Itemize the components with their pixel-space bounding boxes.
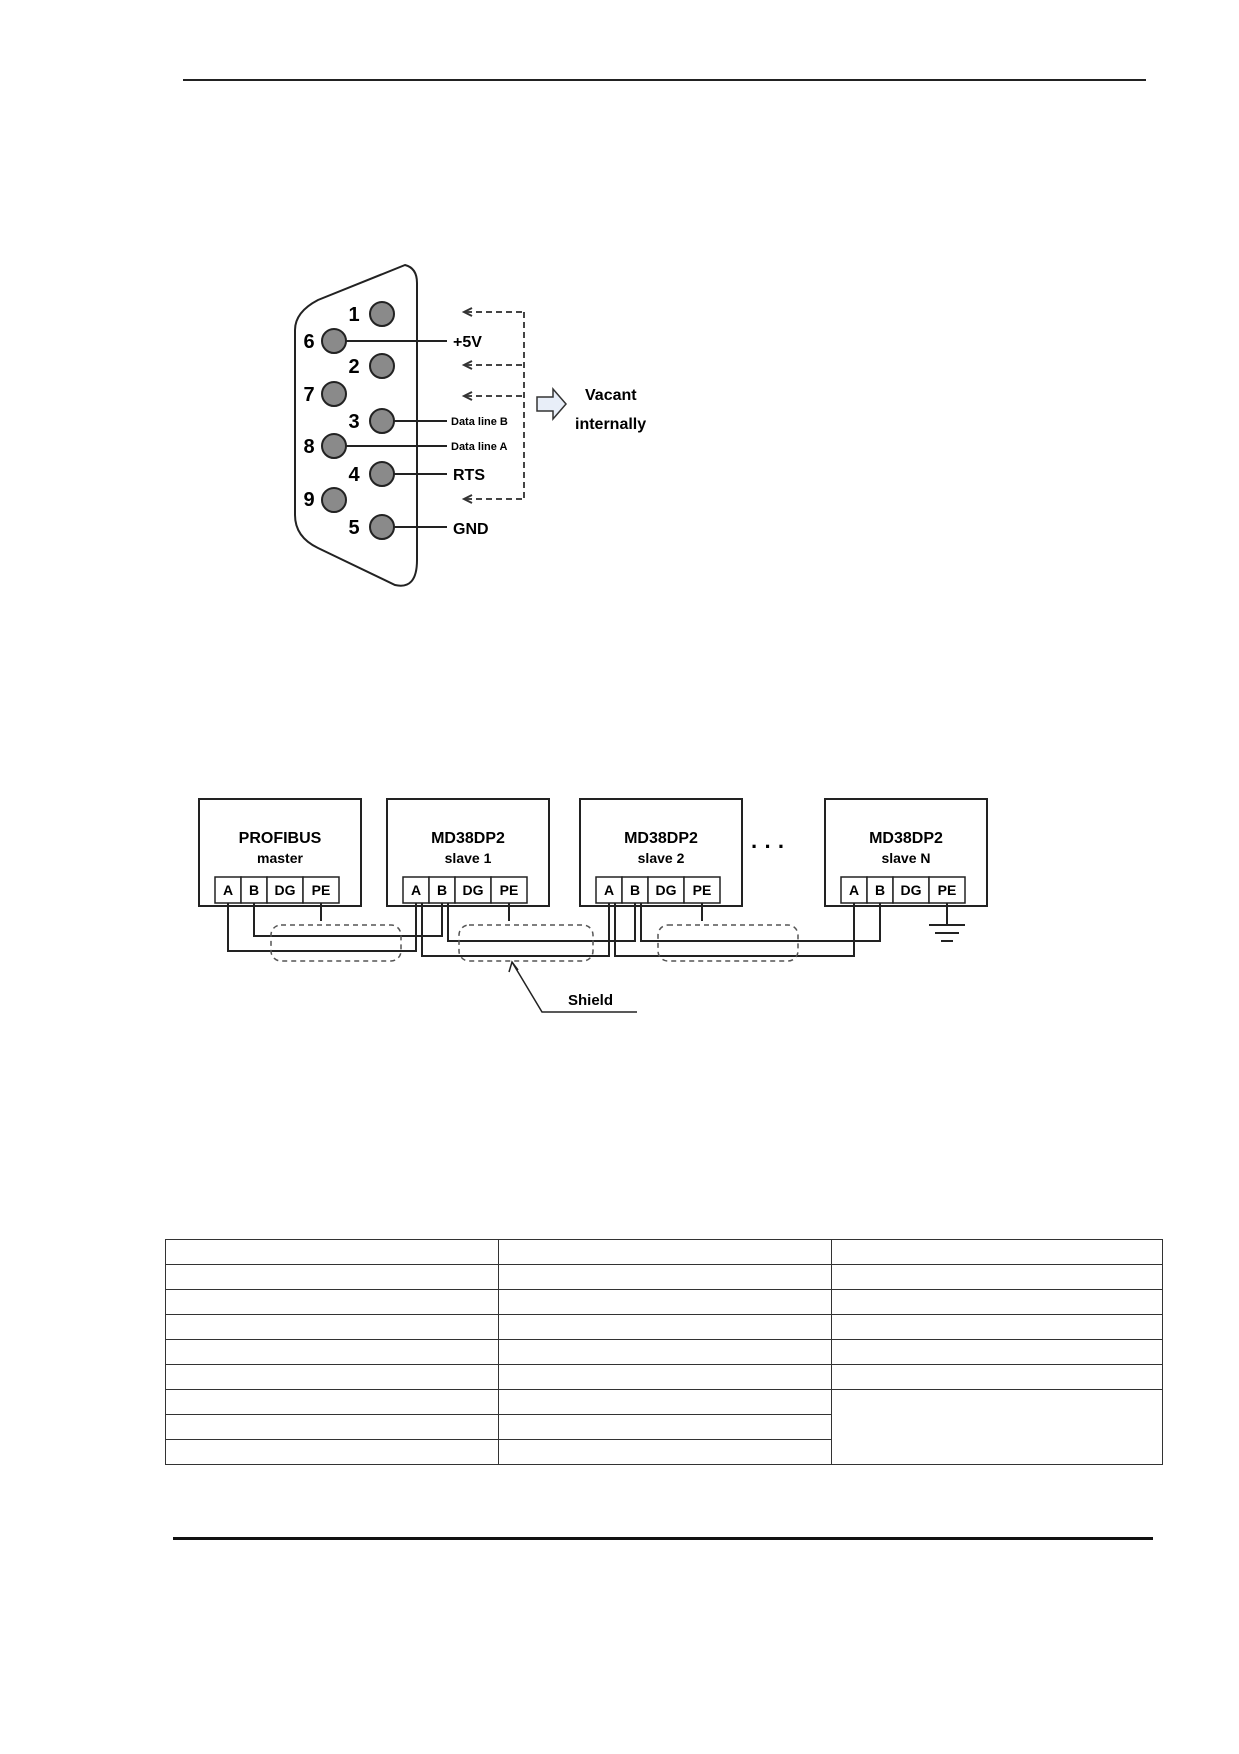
pin-number-5: 5 bbox=[348, 517, 359, 539]
pin-9 bbox=[321, 487, 347, 513]
shield-label: Shield bbox=[568, 992, 613, 1009]
shield-segment-1 bbox=[270, 924, 402, 962]
slave1-terminal-pe: PE bbox=[500, 882, 519, 898]
signal-gnd: GND bbox=[453, 521, 489, 538]
pin-7 bbox=[321, 381, 347, 407]
table-row bbox=[165, 1364, 1163, 1390]
table-row bbox=[165, 1389, 1163, 1465]
pin-number-9: 9 bbox=[303, 489, 314, 511]
master-terminal-a: A bbox=[223, 882, 233, 898]
slave1-terminal-a: A bbox=[411, 882, 421, 898]
table-row bbox=[165, 1239, 1163, 1265]
shield-segment-3 bbox=[657, 924, 799, 962]
ellipsis: · · · bbox=[751, 834, 785, 859]
table-row bbox=[165, 1414, 1163, 1440]
pin-1 bbox=[369, 301, 395, 327]
db9-pinout-diagram: 1 2 3 4 5 6 7 8 9 +5V Data line B Data l… bbox=[294, 263, 646, 587]
pin-number-3: 3 bbox=[348, 411, 359, 433]
vacant-label-line2: internally bbox=[575, 416, 646, 433]
table-row bbox=[165, 1264, 1163, 1290]
pin-number-4: 4 bbox=[348, 464, 360, 486]
slave-2-subtitle: slave 2 bbox=[638, 850, 685, 866]
master-subtitle: master bbox=[257, 850, 303, 866]
slave1-terminal-dg: DG bbox=[463, 882, 484, 898]
signal-5v: +5V bbox=[453, 334, 482, 351]
slave-n-title: MD38DP2 bbox=[869, 830, 943, 847]
shield-segment-2 bbox=[458, 924, 594, 962]
table-row bbox=[165, 1289, 1163, 1315]
table-row bbox=[165, 1339, 1163, 1365]
slave2-terminal-b: B bbox=[630, 882, 640, 898]
master-title: PROFIBUS bbox=[239, 830, 322, 847]
signal-data-a: Data line A bbox=[451, 441, 507, 453]
pin-2 bbox=[369, 353, 395, 379]
pin-number-8: 8 bbox=[303, 436, 314, 458]
master-terminal-dg: DG bbox=[275, 882, 296, 898]
slave-1-subtitle: slave 1 bbox=[445, 850, 492, 866]
vacant-label-line1: Vacant bbox=[585, 387, 637, 404]
slave2-terminal-pe: PE bbox=[693, 882, 712, 898]
master-terminal-pe: PE bbox=[312, 882, 331, 898]
spec-table bbox=[165, 1239, 1163, 1465]
pin-number-6: 6 bbox=[303, 331, 314, 353]
slave-n-subtitle: slave N bbox=[881, 850, 930, 866]
table-row bbox=[165, 1314, 1163, 1340]
profibus-wiring-diagram: A B DG PE A B DG PE A B DG PE A B DG PE … bbox=[198, 798, 988, 1013]
slave-2-title: MD38DP2 bbox=[624, 830, 698, 847]
connector-shell bbox=[294, 263, 418, 587]
slave2-terminal-a: A bbox=[604, 882, 614, 898]
table-row bbox=[165, 1439, 1163, 1465]
slave-1-title: MD38DP2 bbox=[431, 830, 505, 847]
vacant-arrow-icon bbox=[536, 386, 567, 422]
signal-data-b: Data line B bbox=[451, 416, 508, 428]
slave2-terminal-dg: DG bbox=[656, 882, 677, 898]
slaven-terminal-b: B bbox=[875, 882, 885, 898]
pin-number-2: 2 bbox=[348, 356, 359, 378]
header-rule bbox=[183, 79, 1146, 81]
footer-rule bbox=[173, 1537, 1153, 1540]
slaven-terminal-dg: DG bbox=[901, 882, 922, 898]
pin-number-7: 7 bbox=[303, 384, 314, 406]
pin-number-1: 1 bbox=[348, 304, 359, 326]
slaven-terminal-a: A bbox=[849, 882, 859, 898]
slaven-terminal-pe: PE bbox=[938, 882, 957, 898]
master-terminal-b: B bbox=[249, 882, 259, 898]
signal-rts: RTS bbox=[453, 467, 485, 484]
slave1-terminal-b: B bbox=[437, 882, 447, 898]
